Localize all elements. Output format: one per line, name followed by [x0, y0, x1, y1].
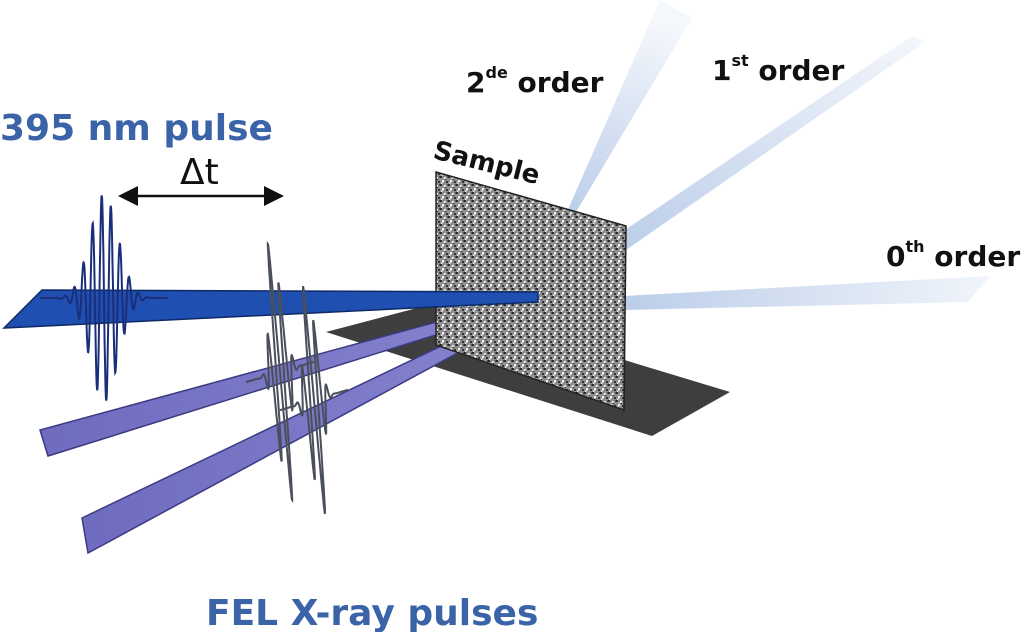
order-0-label: 0th order	[886, 237, 1020, 273]
sample-plate	[435, 171, 627, 412]
order-1-label: 1st order	[712, 51, 844, 87]
xray-wave-packet-2	[279, 285, 349, 515]
pump-pulse-label: 395 nm pulse	[0, 108, 273, 149]
diffraction-beam-1st-order	[622, 36, 925, 250]
pump-wave-packet	[40, 195, 168, 401]
delay-label: Δt	[180, 152, 219, 193]
probe-pulses-label: FEL X-ray pulses	[206, 593, 538, 632]
order-2-label: 2de order	[466, 63, 604, 99]
xray-wave-packet-1	[245, 241, 315, 503]
diffraction-beam-2nd-order	[566, 0, 692, 214]
delay-arrow	[118, 186, 284, 206]
diffraction-beam-0th-order	[624, 276, 990, 310]
